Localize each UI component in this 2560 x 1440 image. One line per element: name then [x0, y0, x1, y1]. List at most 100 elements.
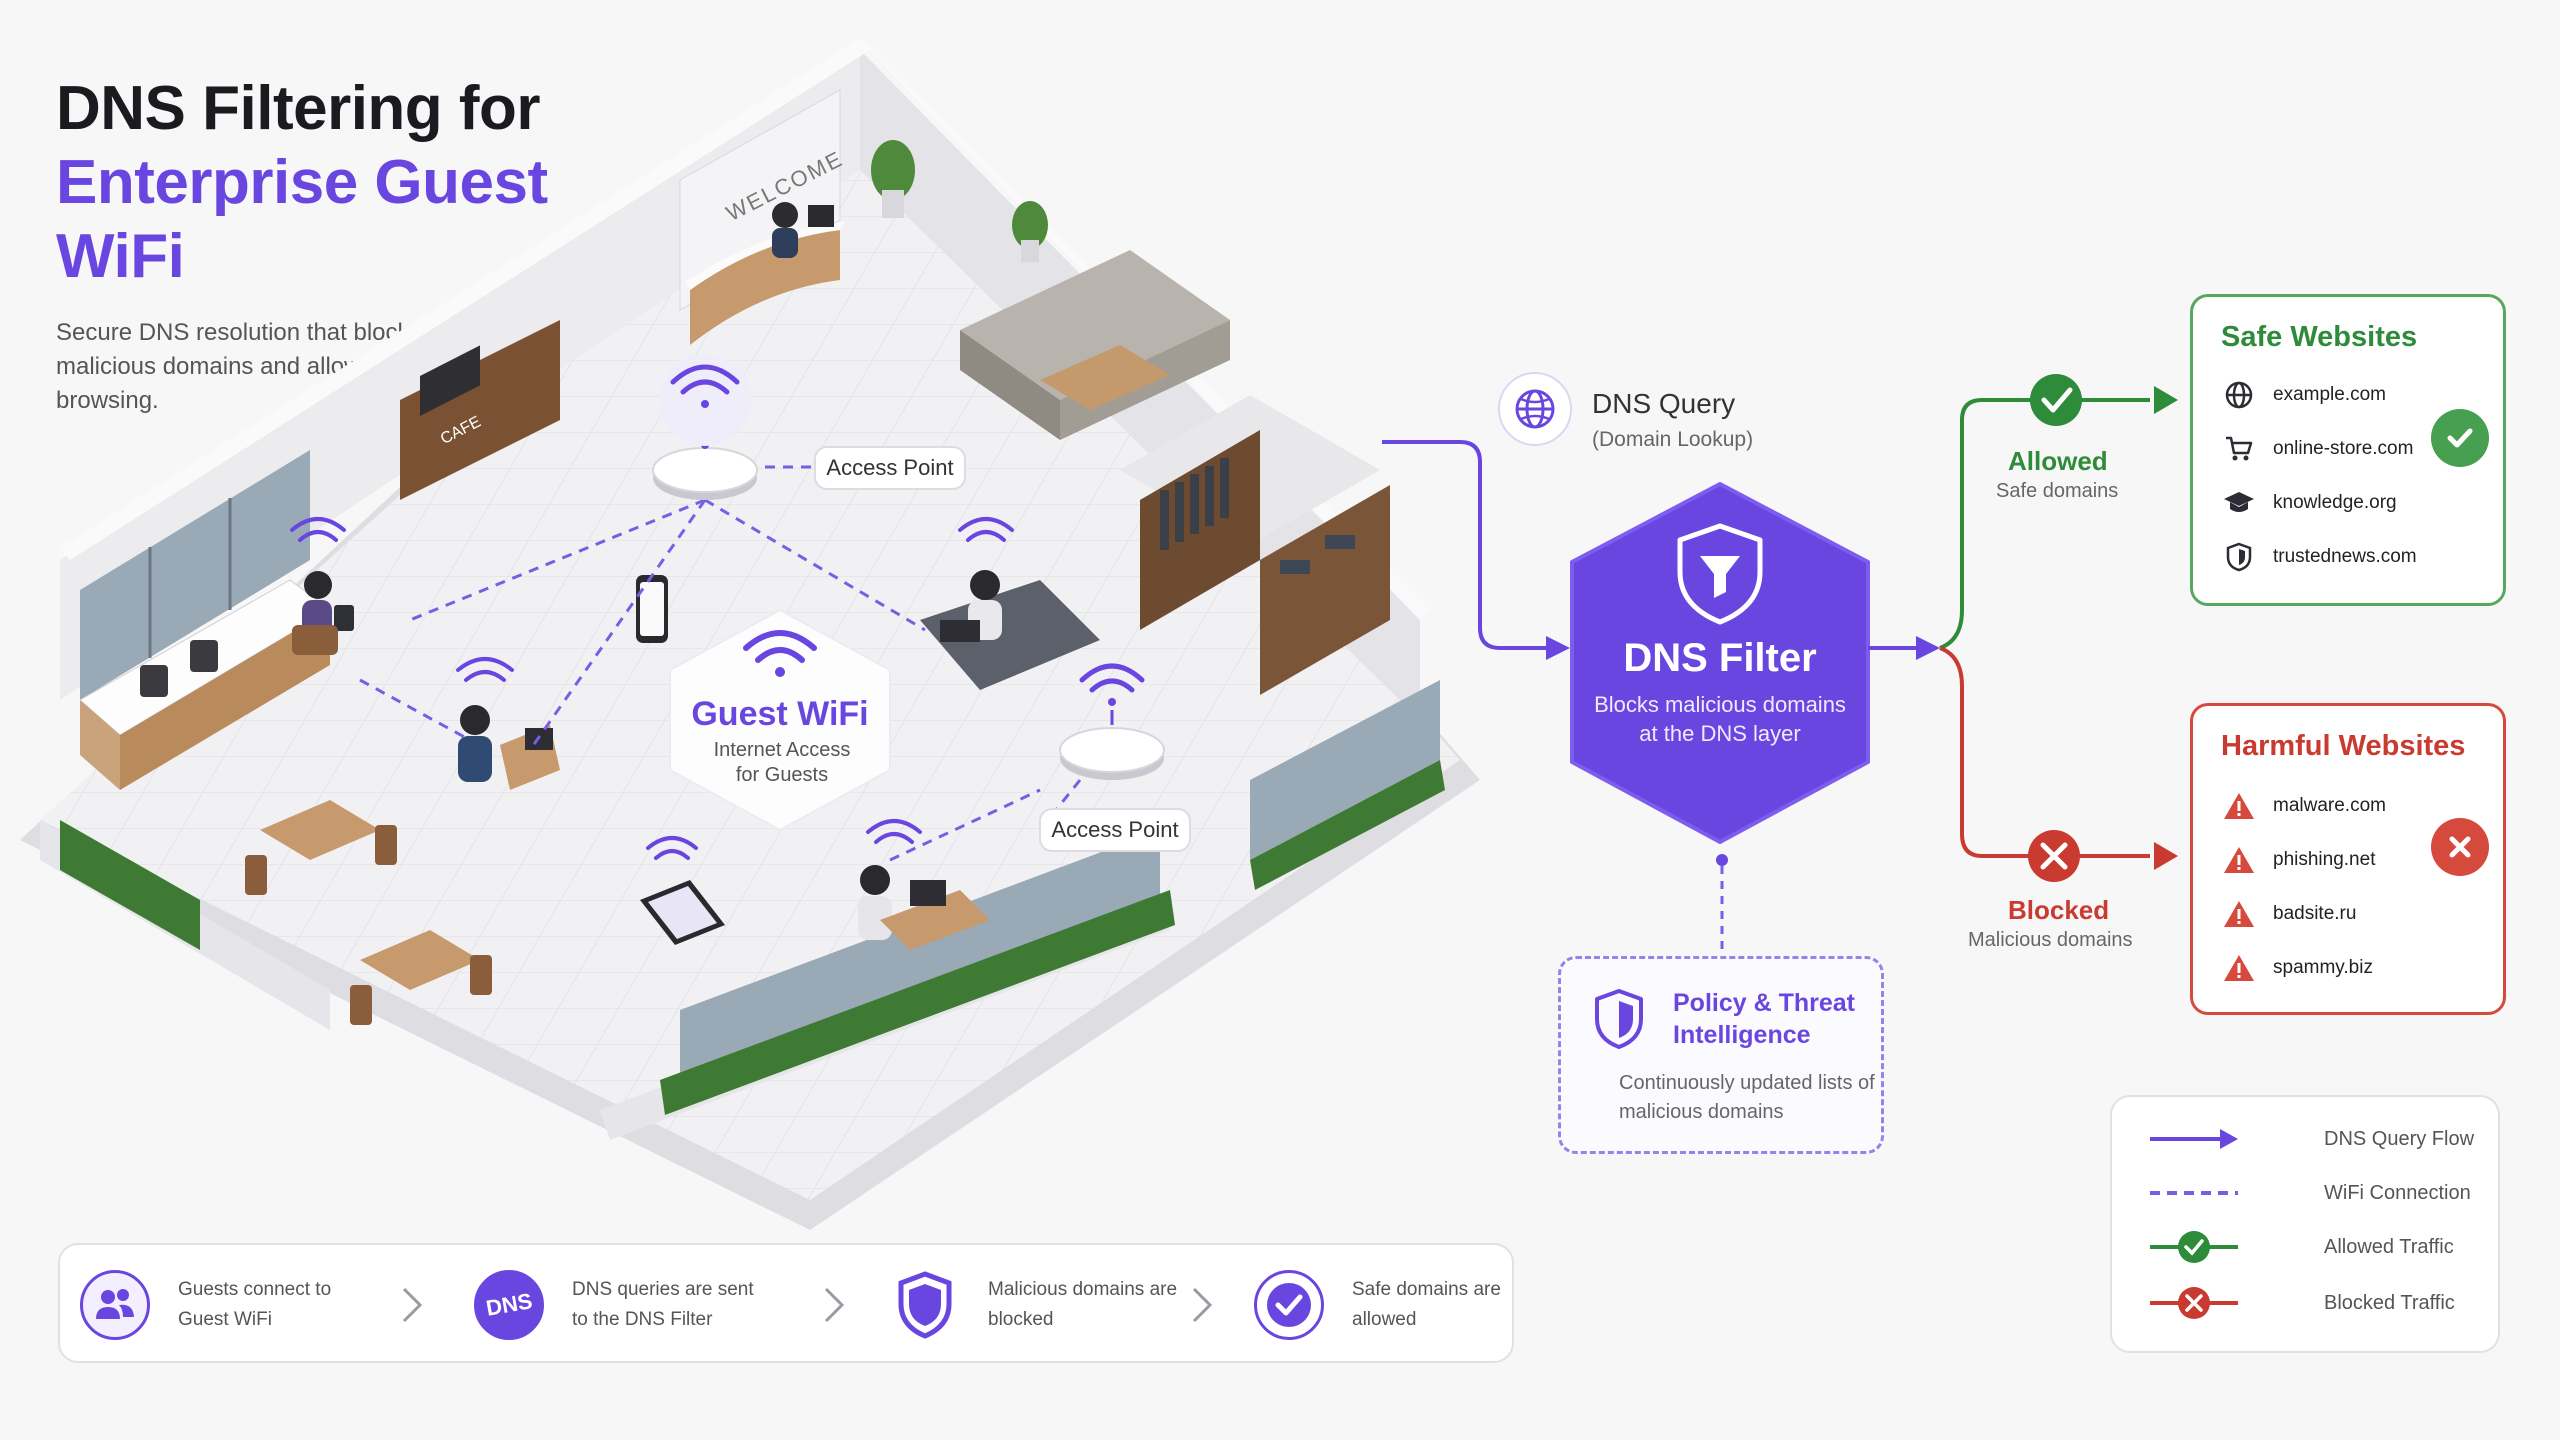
blocked-traffic-line	[1939, 646, 2150, 858]
blocked-arrowhead	[2154, 842, 2178, 870]
guest-wifi-sub-1: Internet Access	[714, 739, 851, 761]
globe-icon	[2221, 377, 2257, 413]
solid-arrow-icon	[2150, 1129, 2238, 1149]
warning-icon	[2221, 842, 2257, 878]
access-point-label-1: Access Point	[814, 446, 966, 490]
right-windows	[1250, 680, 1445, 890]
guest-people	[292, 570, 1100, 950]
chevron-right-icon	[824, 1287, 845, 1323]
step-text: Guests connect to Guest WiFi	[178, 1279, 332, 1330]
allowed-label: Allowed	[2008, 446, 2108, 476]
legend-item-allowed-traffic: Allowed Traffic	[2148, 1229, 2454, 1265]
step-2: DNS DNS queries are sent to the DNS Filt…	[474, 1263, 772, 1347]
left-windows	[80, 450, 310, 700]
dns-query-subtitle: (Domain Lookup)	[1592, 428, 1754, 451]
harmful-site-row: malware.com	[2221, 786, 2386, 826]
access-point-2	[1059, 710, 1165, 780]
warning-icon	[2221, 950, 2257, 986]
person-sofa	[920, 570, 1100, 690]
filter-output-arrowhead	[1916, 636, 1940, 660]
cafe-shelf: CAFE	[400, 320, 560, 500]
globe-icon	[1498, 372, 1572, 446]
legend-label: DNS Query Flow	[2324, 1127, 2475, 1150]
harmful-site-domain: malware.com	[2273, 795, 2386, 816]
dns-filter-subtitle: Blocks malicious domains at the DNS laye…	[1594, 692, 1846, 746]
allowed-subtitle: Safe domains	[1996, 480, 2119, 502]
person-tablet	[292, 571, 354, 655]
policy-title: Policy & Threat Intelligence	[1673, 989, 1855, 1049]
allowed-traffic-line	[1939, 398, 2150, 650]
green-check-icon	[2150, 1231, 2238, 1263]
access-point-label-2-text: Access Point	[1051, 817, 1178, 842]
page-title-line-1: DNS Filtering for	[56, 74, 541, 143]
legend-label: WiFi Connection	[2324, 1181, 2471, 1204]
shield-icon	[2221, 539, 2257, 575]
legend-item-dns-query-flow: DNS Query Flow	[2148, 1121, 2474, 1157]
safe-site-domain: online-store.com	[2273, 438, 2414, 459]
harmful-site-row: badsite.ru	[2221, 894, 2356, 934]
legend-label: Allowed Traffic	[2324, 1235, 2454, 1258]
allowed-arrowhead	[2154, 386, 2178, 414]
legend-item-wifi-connection: WiFi Connection	[2148, 1175, 2471, 1211]
dining-tables	[245, 800, 492, 1025]
safe-site-row: trustednews.com	[2221, 537, 2417, 577]
blocked-label: Blocked	[2008, 895, 2110, 925]
wifi-icon	[1079, 663, 1145, 706]
safe-site-row: knowledge.org	[2221, 483, 2397, 523]
step-3: Malicious domains are blocked	[890, 1263, 1188, 1347]
access-point-label-1-text: Access Point	[826, 455, 953, 480]
harmful-websites-title: Harmful Websites	[2221, 730, 2466, 762]
person-laptop-1	[458, 705, 560, 790]
page-title-line-2: Enterprise Guest WiFi	[56, 148, 548, 291]
guest-wifi-title: Guest WiFi	[691, 695, 868, 733]
legend-item-blocked-traffic: Blocked Traffic	[2148, 1285, 2455, 1321]
filter-shield-icon	[1677, 523, 1763, 625]
graduation-cap-icon	[2221, 485, 2257, 521]
harmful-site-row: phishing.net	[2221, 840, 2375, 880]
step-1: Guests connect to Guest WiFi	[80, 1263, 378, 1347]
allowed-check-icon	[2030, 374, 2082, 426]
wifi-icon	[659, 354, 751, 446]
front-wall	[40, 820, 1175, 1140]
harmful-site-domain: phishing.net	[2273, 849, 2376, 870]
step-text: Safe domains are allowed	[1352, 1279, 1501, 1330]
policy-subtitle: Continuously updated lists of malicious …	[1619, 1072, 1875, 1123]
guest-wifi-badge: Guest WiFi Internet Access for Guests	[669, 608, 891, 832]
red-x-icon	[2150, 1287, 2238, 1319]
x-circle-icon	[2431, 818, 2489, 876]
wall-top-left	[60, 38, 870, 560]
dns-filter-title: DNS Filter	[1623, 636, 1817, 680]
reception-area: WELCOME	[679, 89, 1048, 345]
safe-site-row: online-store.com	[2221, 429, 2413, 469]
person-laptop-2	[858, 865, 990, 950]
tablet-device	[640, 880, 725, 945]
chevron-right-icon	[402, 1287, 423, 1323]
steps-bar: Guests connect to Guest WiFi DNS DNS que…	[58, 1243, 1514, 1363]
policy-threat-box: Policy & Threat Intelligence Continuousl…	[1558, 956, 1884, 1154]
shield-icon	[1595, 989, 1643, 1049]
blocked-x-icon	[2028, 830, 2080, 882]
harmful-site-row: spammy.biz	[2221, 948, 2373, 988]
access-point-1	[652, 410, 758, 500]
dns-query-title: DNS Query	[1592, 388, 1736, 419]
harmful-site-domain: spammy.biz	[2273, 957, 2373, 978]
safe-site-domain: knowledge.org	[2273, 492, 2397, 513]
dashed-line-icon	[2150, 1191, 2238, 1195]
page-subtitle: Secure DNS resolution that blocks malici…	[56, 319, 426, 414]
shield-icon	[890, 1270, 960, 1340]
cart-icon	[2221, 431, 2257, 467]
check-circle-icon	[1254, 1270, 1324, 1340]
guest-wifi-sub-2: for Guests	[736, 764, 828, 786]
safe-websites-card: Safe Websites example.com online-store.c…	[2190, 294, 2506, 606]
wifi-connection-lines	[359, 465, 1082, 862]
warning-icon	[2221, 896, 2257, 932]
legend-label: Blocked Traffic	[2324, 1291, 2455, 1314]
safe-site-row: example.com	[2221, 375, 2386, 415]
retail-racks	[1120, 395, 1390, 695]
step-text: Malicious domains are blocked	[988, 1279, 1178, 1330]
safe-site-domain: trustednews.com	[2273, 546, 2417, 567]
harmful-websites-card: Harmful Websites malware.com phishing.ne…	[2190, 703, 2506, 1015]
check-circle-icon	[2431, 409, 2489, 467]
device-wifi-icons	[290, 517, 1014, 860]
harmful-site-domain: badsite.ru	[2273, 903, 2357, 924]
